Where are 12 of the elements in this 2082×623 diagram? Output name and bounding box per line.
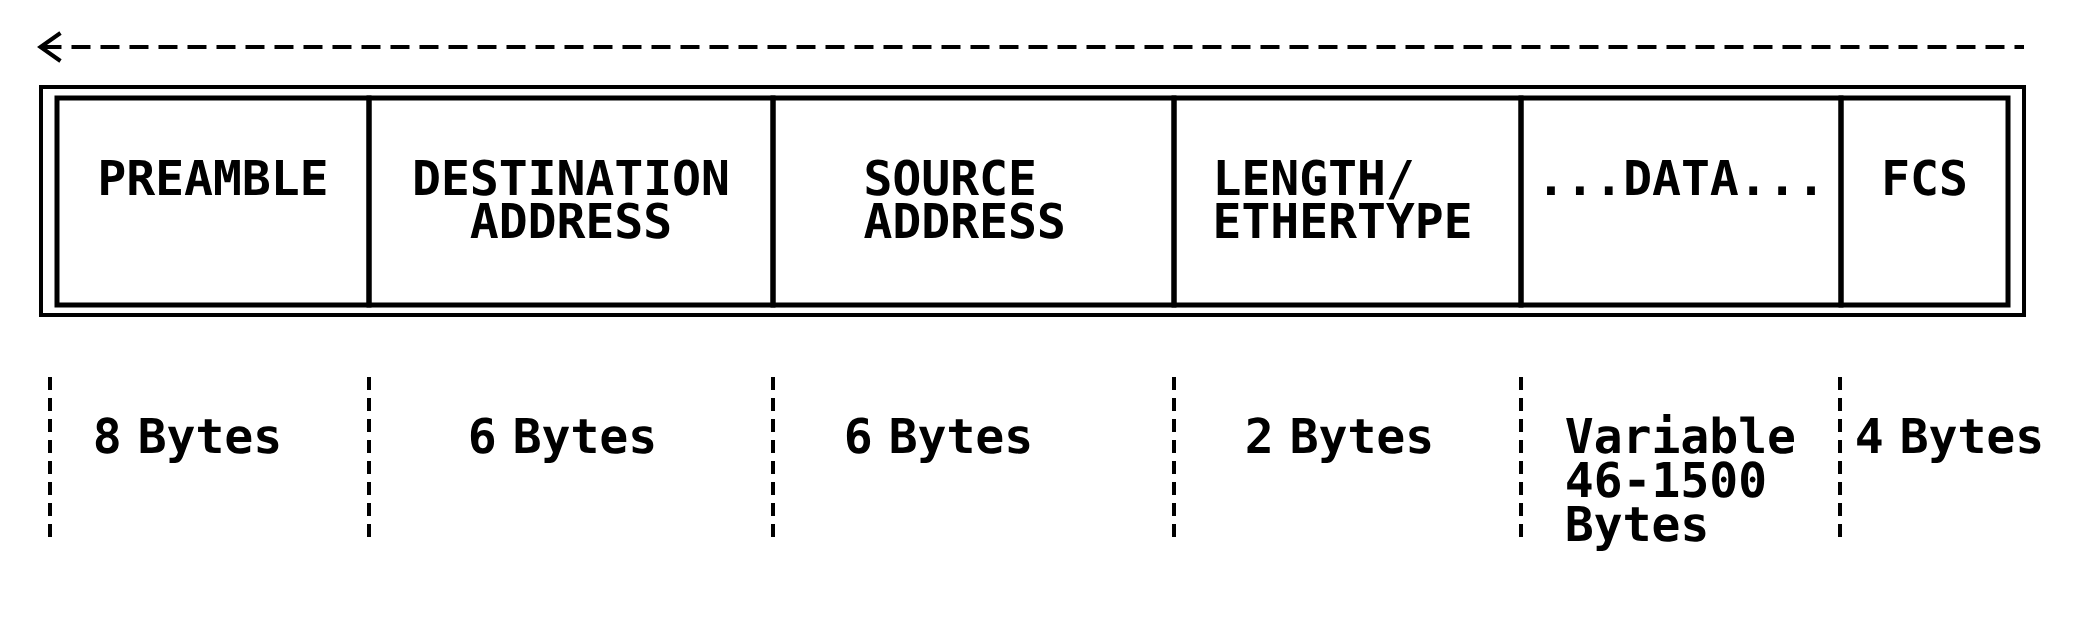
field-cell: ...DATA...	[1518, 95, 1844, 308]
size-label: 6 Bytes	[846, 417, 1030, 463]
field-cell: SOURCE ADDRESS	[770, 95, 1177, 308]
size-label: 4 Bytes	[1857, 418, 2041, 463]
size-label: 8 Bytes	[95, 417, 279, 463]
size-label: Variable 46-1500 Bytes	[1566, 414, 1794, 551]
size-label: 6 Bytes	[470, 417, 654, 463]
field-cell: LENGTH/ ETHERTYPE	[1171, 95, 1524, 308]
size-label: 2 Bytes	[1247, 417, 1431, 463]
field-cell: FCS	[1838, 95, 2011, 308]
field-cell: PREAMBLE	[54, 95, 372, 308]
field-cell: DESTINATION ADDRESS	[366, 95, 776, 308]
